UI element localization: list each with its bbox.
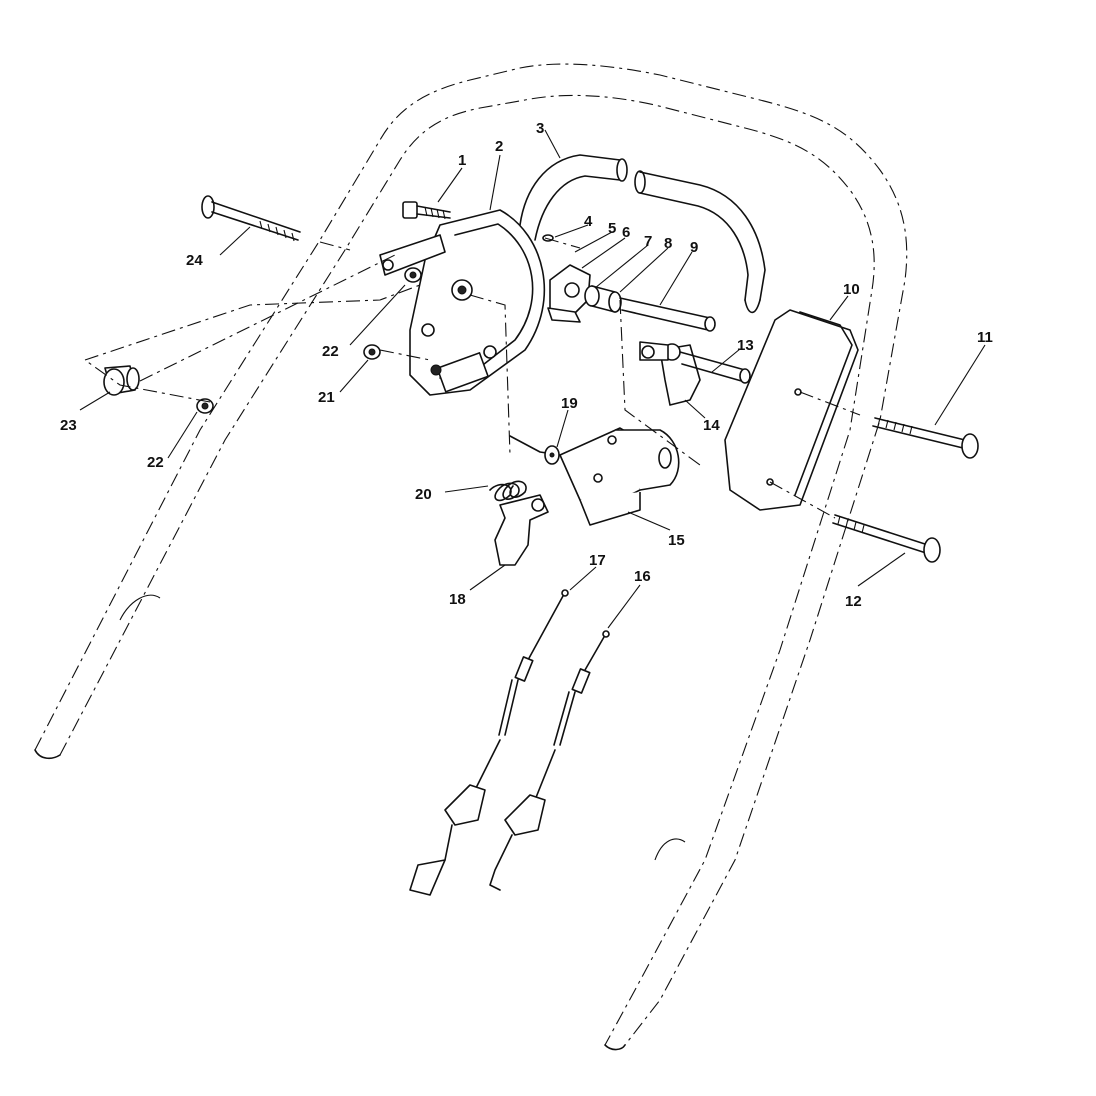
callout-13: 13 [737,337,754,354]
callout-8: 8 [664,235,672,252]
callout-18: 18 [449,591,466,608]
callout-11: 11 [977,329,993,346]
callout-23: 23 [60,417,77,434]
handle-tube [34,63,908,1051]
callout-15: 15 [668,532,685,549]
latch-18 [494,494,549,566]
bail-handle [519,154,766,314]
leader-lines [79,129,986,629]
callout-6: 6 [622,224,630,241]
callout-labels: 1 2 3 4 5 6 7 8 9 10 11 12 13 14 15 16 1… [60,120,993,610]
callout-5: 5 [608,220,616,237]
nut-22-upper [404,267,422,283]
callout-9: 9 [690,239,698,256]
carriage-bolt-11 [872,417,979,459]
callout-7: 7 [644,233,652,250]
callout-22-upper: 22 [322,343,339,360]
nut-22-lower [196,398,214,414]
nut-21 [363,344,381,360]
cam-6 [542,234,591,323]
callout-24: 24 [186,252,203,269]
carriage-bolt-24 [201,195,301,242]
callout-22-lower: 22 [147,454,164,471]
pin-13 [679,351,751,384]
spacer-23 [103,365,140,396]
cover-10 [724,309,859,511]
cable-16 [489,630,610,891]
assembly-lines [84,237,861,519]
control-housing [409,209,546,396]
callout-12: 12 [845,593,862,610]
carriage-bolt-12 [832,514,941,563]
callout-1: 1 [458,152,466,169]
callout-4: 4 [584,213,593,230]
spring-20 [489,480,527,502]
washer-19 [544,445,560,465]
callout-2: 2 [495,138,503,155]
callout-14: 14 [703,417,720,434]
lever-14 [639,341,701,406]
callout-21: 21 [318,389,335,406]
rod-9 [619,297,716,332]
callout-20: 20 [415,486,432,503]
callout-10: 10 [843,281,860,298]
callout-19: 19 [561,395,578,412]
callout-17: 17 [589,552,606,569]
callout-3: 3 [536,120,544,137]
bracket-15 [509,427,680,526]
bushing-7 [584,285,622,313]
bolt-1 [402,201,451,220]
cable-17 [409,589,569,896]
callout-16: 16 [634,568,651,585]
link-bar-hole [382,259,394,271]
